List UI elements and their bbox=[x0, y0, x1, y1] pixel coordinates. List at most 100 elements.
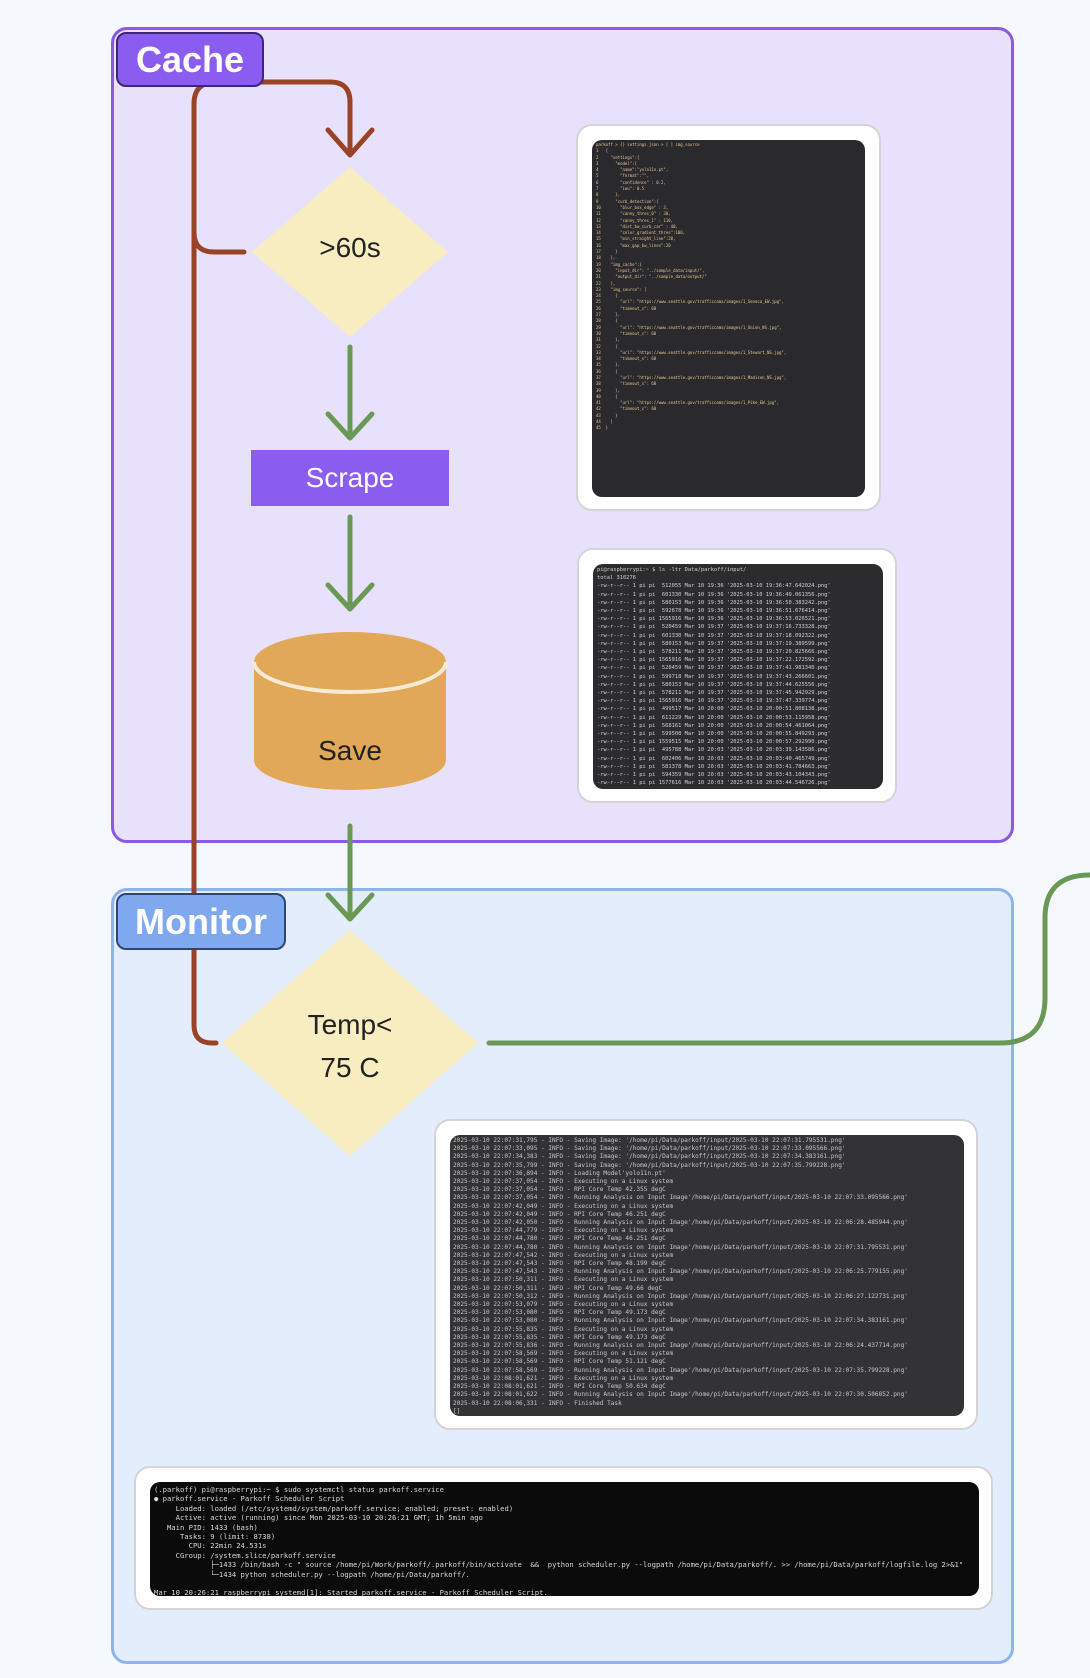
screenshot-text-line: └─1434 python scheduler.py --logpath /ho… bbox=[154, 1569, 470, 1579]
screenshot-text-line: 9 "curb_detection":{ bbox=[596, 198, 659, 204]
screenshot-text-line: 24 { bbox=[596, 293, 618, 299]
screenshot-text-line: 28 { bbox=[596, 318, 618, 324]
screenshot-text-line: 33 "url": "https://www.seattle.gov/traff… bbox=[596, 349, 787, 355]
loop-edge-cache bbox=[191, 79, 353, 255]
screenshot-text-line: 3 "model":{ bbox=[596, 160, 637, 166]
screenshot-text-line: 19 "img_cache":{ bbox=[596, 261, 642, 267]
screenshot-text-line: 2025-03-10 22:07:53,079 - INFO - Executi… bbox=[453, 1301, 674, 1309]
screenshot-text-line: -rw-r--r-- 1 pi pi 1559515 Mar 10 20:00 … bbox=[597, 739, 831, 746]
screenshot-text-line: 29 "url": "https://www.seattle.gov/traff… bbox=[596, 324, 782, 330]
screenshot-text-line: 6 "confidence" : 0.2, bbox=[596, 179, 666, 185]
screenshot-text-line: 45 } bbox=[596, 425, 609, 431]
screenshot-text-line: -rw-r--r-- 1 pi pi 599508 Mar 10 20:00 '… bbox=[597, 731, 831, 738]
screenshot-text-line: Main PID: 1433 (bash) bbox=[154, 1522, 258, 1532]
screenshot-text-line: 36 { bbox=[596, 368, 618, 374]
screenshot-text-line: -rw-r--r-- 1 pi pi 601330 Mar 10 19:37 '… bbox=[597, 632, 831, 639]
screenshot-text-line: (.parkoff) pi@raspberrypi:~ $ sudo syste… bbox=[154, 1485, 444, 1494]
screenshot-text-line: 26 "timeout_s": 60 bbox=[596, 305, 657, 311]
scrape-process: Scrape bbox=[251, 450, 449, 506]
screenshot-text-line: 2 "settings":{ bbox=[596, 154, 640, 160]
screenshot-text-line: 2025-03-10 22:08:06,331 - INFO - Finishe… bbox=[453, 1399, 622, 1407]
screenshot-text-line: 5 "format":"", bbox=[596, 173, 649, 179]
screenshot-text-line: -rw-r--r-- 1 pi pi 520459 Mar 10 19:37 '… bbox=[597, 624, 831, 631]
decision-temp-line1: Temp< bbox=[307, 1009, 393, 1040]
log-output-screenshot: 2025-03-10 22:07:31,795 - INFO - Saving … bbox=[450, 1135, 964, 1416]
screenshot-text-line: 34 "timeout_s": 60 bbox=[596, 356, 657, 362]
screenshot-text-line: -rw-r--r-- 1 pi pi 578211 Mar 10 19:37 '… bbox=[597, 690, 831, 697]
screenshot-text-line: 14 "color_gradient_thres":100, bbox=[596, 230, 686, 236]
ls-listing-card: pi@raspberrypi:~ $ ls -ltr Data/parkoff/… bbox=[577, 548, 897, 803]
screenshot-text-line: 2025-03-10 22:07:47,543 - INFO - RPI Cor… bbox=[453, 1260, 666, 1268]
screenshot-text-line: 12 "canny_thres_1" : 110, bbox=[596, 217, 674, 223]
screenshot-text-line: Loaded: loaded (/etc/systemd/system/park… bbox=[154, 1503, 514, 1513]
screenshot-text-line: 2025-03-10 22:08:01,621 - INFO - RPI Cor… bbox=[453, 1383, 666, 1391]
screenshot-text-line: -rw-r--r-- 1 pi pi 512055 Mar 10 19:36 '… bbox=[597, 583, 831, 590]
screenshot-text-line: -rw-r--r-- 1 pi pi 580153 Mar 10 19:37 '… bbox=[597, 640, 831, 647]
screenshot-text-line: -rw-r--r-- 1 pi pi 581378 Mar 10 20:03 '… bbox=[597, 763, 831, 770]
screenshot-text-line: 13 "dist_bw_curb_car" : 40, bbox=[596, 223, 678, 229]
screenshot-text-line: 2025-03-10 22:07:37,054 - INFO - Executi… bbox=[453, 1178, 674, 1186]
screenshot-text-line: -rw-r--r-- 1 pi pi 495788 Mar 10 20:03 '… bbox=[597, 747, 831, 754]
screenshot-text-line: 2025-03-10 22:07:50,311 - INFO - Executi… bbox=[453, 1276, 674, 1284]
screenshot-text-line: 7 "iou": 0.5 bbox=[596, 186, 645, 192]
screenshot-text-line: 2025-03-10 22:07:55,836 - INFO - Running… bbox=[453, 1342, 908, 1350]
screenshot-text-line: 40 { bbox=[596, 393, 618, 399]
screenshot-text-line: 41 "url": "https://www.seattle.gov/traff… bbox=[596, 400, 780, 406]
screenshot-text-line: -rw-r--r-- 1 pi pi 1565916 Mar 10 19:37 … bbox=[597, 698, 831, 705]
screenshot-text-line: -rw-r--r-- 1 pi pi 1577616 Mar 10 20:03 … bbox=[597, 780, 831, 787]
screenshot-text-line: -rw-r--r-- 1 pi pi 1565916 Mar 10 19:37 … bbox=[597, 657, 831, 664]
screenshot-text-line: 32 { bbox=[596, 343, 618, 349]
edge-time-to-scrape-arrowhead bbox=[325, 411, 375, 441]
screenshot-text-line: 2025-03-10 22:07:50,311 - INFO - RPI Cor… bbox=[453, 1284, 663, 1292]
screenshot-text-line: 2025-03-10 22:07:31,795 - INFO - Saving … bbox=[453, 1137, 846, 1144]
screenshot-text-line: -rw-r--r-- 1 pi pi 578211 Mar 10 19:37 '… bbox=[597, 649, 831, 656]
screenshot-text-line: 20 "input_dir": "../sample_data/input/", bbox=[596, 267, 705, 273]
settings-json-card: parkoff > {} settings.json > [ ] img_sou… bbox=[576, 124, 881, 511]
database-save bbox=[252, 632, 448, 790]
decision-temp-line2: 75 C bbox=[320, 1052, 380, 1083]
ls-listing-screenshot: pi@raspberrypi:~ $ ls -ltr Data/parkoff/… bbox=[593, 564, 883, 789]
edge-save-to-temp-arrowhead bbox=[325, 892, 375, 922]
screenshot-text-line: 31 }, bbox=[596, 337, 621, 343]
screenshot-text-line: 2025-03-10 22:08:01,622 - INFO - Running… bbox=[453, 1391, 908, 1399]
decision-temp-label: Temp< 75 C bbox=[270, 1003, 430, 1089]
screenshot-text-line: 4 "name":"yolo11n.pt", bbox=[596, 167, 669, 173]
screenshot-text-line: 2025-03-10 22:07:42,049 - INFO - RPI Cor… bbox=[453, 1210, 666, 1218]
screenshot-text-line: Mar 10 20:26:21 raspberrypi systemd[1]: … bbox=[154, 1588, 548, 1596]
screenshot-text-line: 21 "output_dir": "../sample_data/output/… bbox=[596, 274, 707, 280]
screenshot-text-line: 2025-03-10 22:07:34,383 - INFO - Saving … bbox=[453, 1153, 846, 1161]
screenshot-text-line: 27 }, bbox=[596, 312, 621, 318]
loop-edge-cache-arrowhead bbox=[325, 127, 375, 158]
screenshot-text-line: 11 "canny_thres_0" : 30, bbox=[596, 211, 671, 217]
screenshot-text-line bbox=[154, 1579, 975, 1588]
screenshot-text-line: ├─1433 /bin/bash -c " source /home/pi/Wo… bbox=[154, 1560, 964, 1570]
screenshot-text-line: -rw-r--r-- 1 pi pi 520459 Mar 10 19:37 '… bbox=[597, 665, 831, 672]
loop-edge-monitor bbox=[191, 229, 219, 1046]
screenshot-text-line: -rw-r--r-- 1 pi pi 611229 Mar 10 20:00 '… bbox=[597, 714, 831, 721]
screenshot-text-line: ● parkoff.service - Parkoff Scheduler Sc… bbox=[154, 1494, 345, 1504]
screenshot-text-line: 2025-03-10 22:07:50,312 - INFO - Running… bbox=[453, 1292, 908, 1300]
screenshot-text-line: 18 }, bbox=[596, 255, 616, 261]
edge-temp-exit bbox=[486, 872, 1090, 1046]
screenshot-text-line: [] bbox=[453, 1407, 461, 1415]
scrape-label: Scrape bbox=[305, 462, 395, 493]
screenshot-text-line: 39 }, bbox=[596, 387, 621, 393]
screenshot-text-line: 1 { bbox=[596, 148, 609, 154]
screenshot-text-line: 44 ] bbox=[596, 419, 613, 425]
screenshot-text-line: 25 "url": "https://www.seattle.gov/traff… bbox=[596, 299, 784, 305]
cache-group-label: Cache bbox=[116, 32, 264, 87]
screenshot-text-line: -rw-r--r-- 1 pi pi 602406 Mar 10 20:03 '… bbox=[597, 755, 831, 762]
screenshot-text-line: -rw-r--r-- 1 pi pi 580153 Mar 10 19:37 '… bbox=[597, 681, 831, 688]
screenshot-text-line: 2025-03-10 22:07:44,780 - INFO - Running… bbox=[453, 1243, 908, 1251]
screenshot-text-line: 43 } bbox=[596, 412, 618, 418]
screenshot-text-line: 42 "timeout_s": 60 bbox=[596, 406, 657, 412]
screenshot-text-line: 2025-03-10 22:07:42,050 - INFO - Running… bbox=[453, 1219, 908, 1227]
screenshot-text-line: 2025-03-10 22:07:44,780 - INFO - RPI Cor… bbox=[453, 1235, 666, 1243]
screenshot-text-line: -rw-r--r-- 1 pi pi 1565916 Mar 10 19:36 … bbox=[597, 616, 831, 623]
screenshot-text-line: 15 "min_straight_line":20, bbox=[596, 236, 676, 242]
screenshot-text-line: 2025-03-10 22:08:01,621 - INFO - Executi… bbox=[453, 1374, 674, 1382]
screenshot-text-line: -rw-r--r-- 1 pi pi 568161 Mar 10 20:00 '… bbox=[597, 722, 831, 729]
settings-json-screenshot: parkoff > {} settings.json > [ ] img_sou… bbox=[592, 140, 865, 497]
screenshot-text-line: pi@raspberrypi:~ $ ls -ltr Data/parkoff/… bbox=[597, 567, 747, 573]
screenshot-text-line: 2025-03-10 22:07:53,080 - INFO - RPI Cor… bbox=[453, 1309, 666, 1317]
